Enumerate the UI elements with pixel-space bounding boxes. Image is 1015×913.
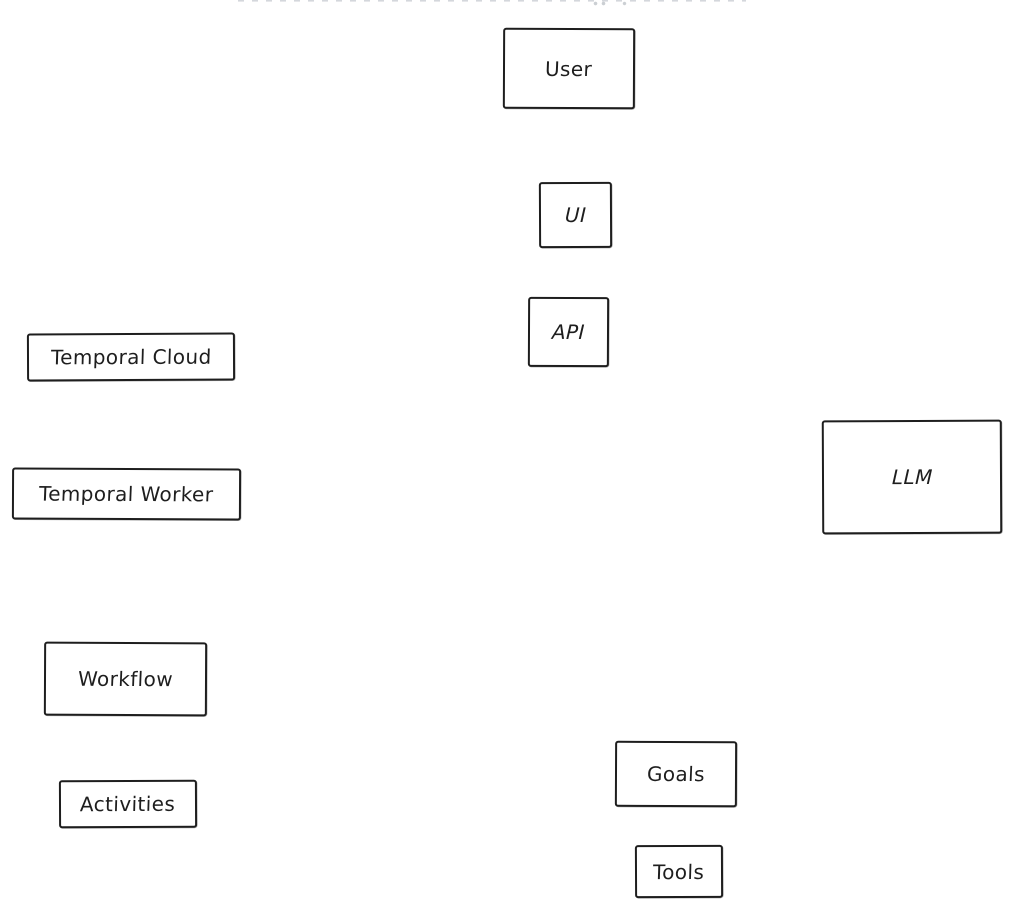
clipped-text-remnant — [238, 0, 746, 6]
node-goals-label: Goals — [646, 761, 706, 787]
node-api-label: API — [551, 319, 586, 345]
node-tools-label: Tools — [652, 859, 706, 884]
node-temporal-cloud[interactable]: Temporal Cloud — [26, 332, 236, 382]
node-goals[interactable]: Goals — [614, 740, 738, 808]
node-activities-label: Activities — [80, 791, 176, 817]
node-llm-label: LLM — [891, 464, 933, 490]
node-temporal-worker[interactable]: Temporal Worker — [11, 467, 242, 521]
node-workflow[interactable]: Workflow — [43, 641, 208, 717]
node-temporal-cloud-label: Temporal Cloud — [50, 344, 212, 370]
node-ui-label: UI — [564, 202, 587, 228]
node-workflow-label: Workflow — [77, 666, 174, 692]
node-user[interactable]: User — [502, 27, 636, 110]
node-api[interactable]: API — [527, 296, 610, 368]
node-ui[interactable]: UI — [538, 181, 613, 249]
node-tools[interactable]: Tools — [634, 844, 724, 899]
node-llm[interactable]: LLM — [821, 419, 1003, 535]
node-activities[interactable]: Activities — [58, 779, 198, 829]
node-temporal-worker-label: Temporal Worker — [38, 481, 215, 507]
node-user-label: User — [544, 56, 594, 81]
